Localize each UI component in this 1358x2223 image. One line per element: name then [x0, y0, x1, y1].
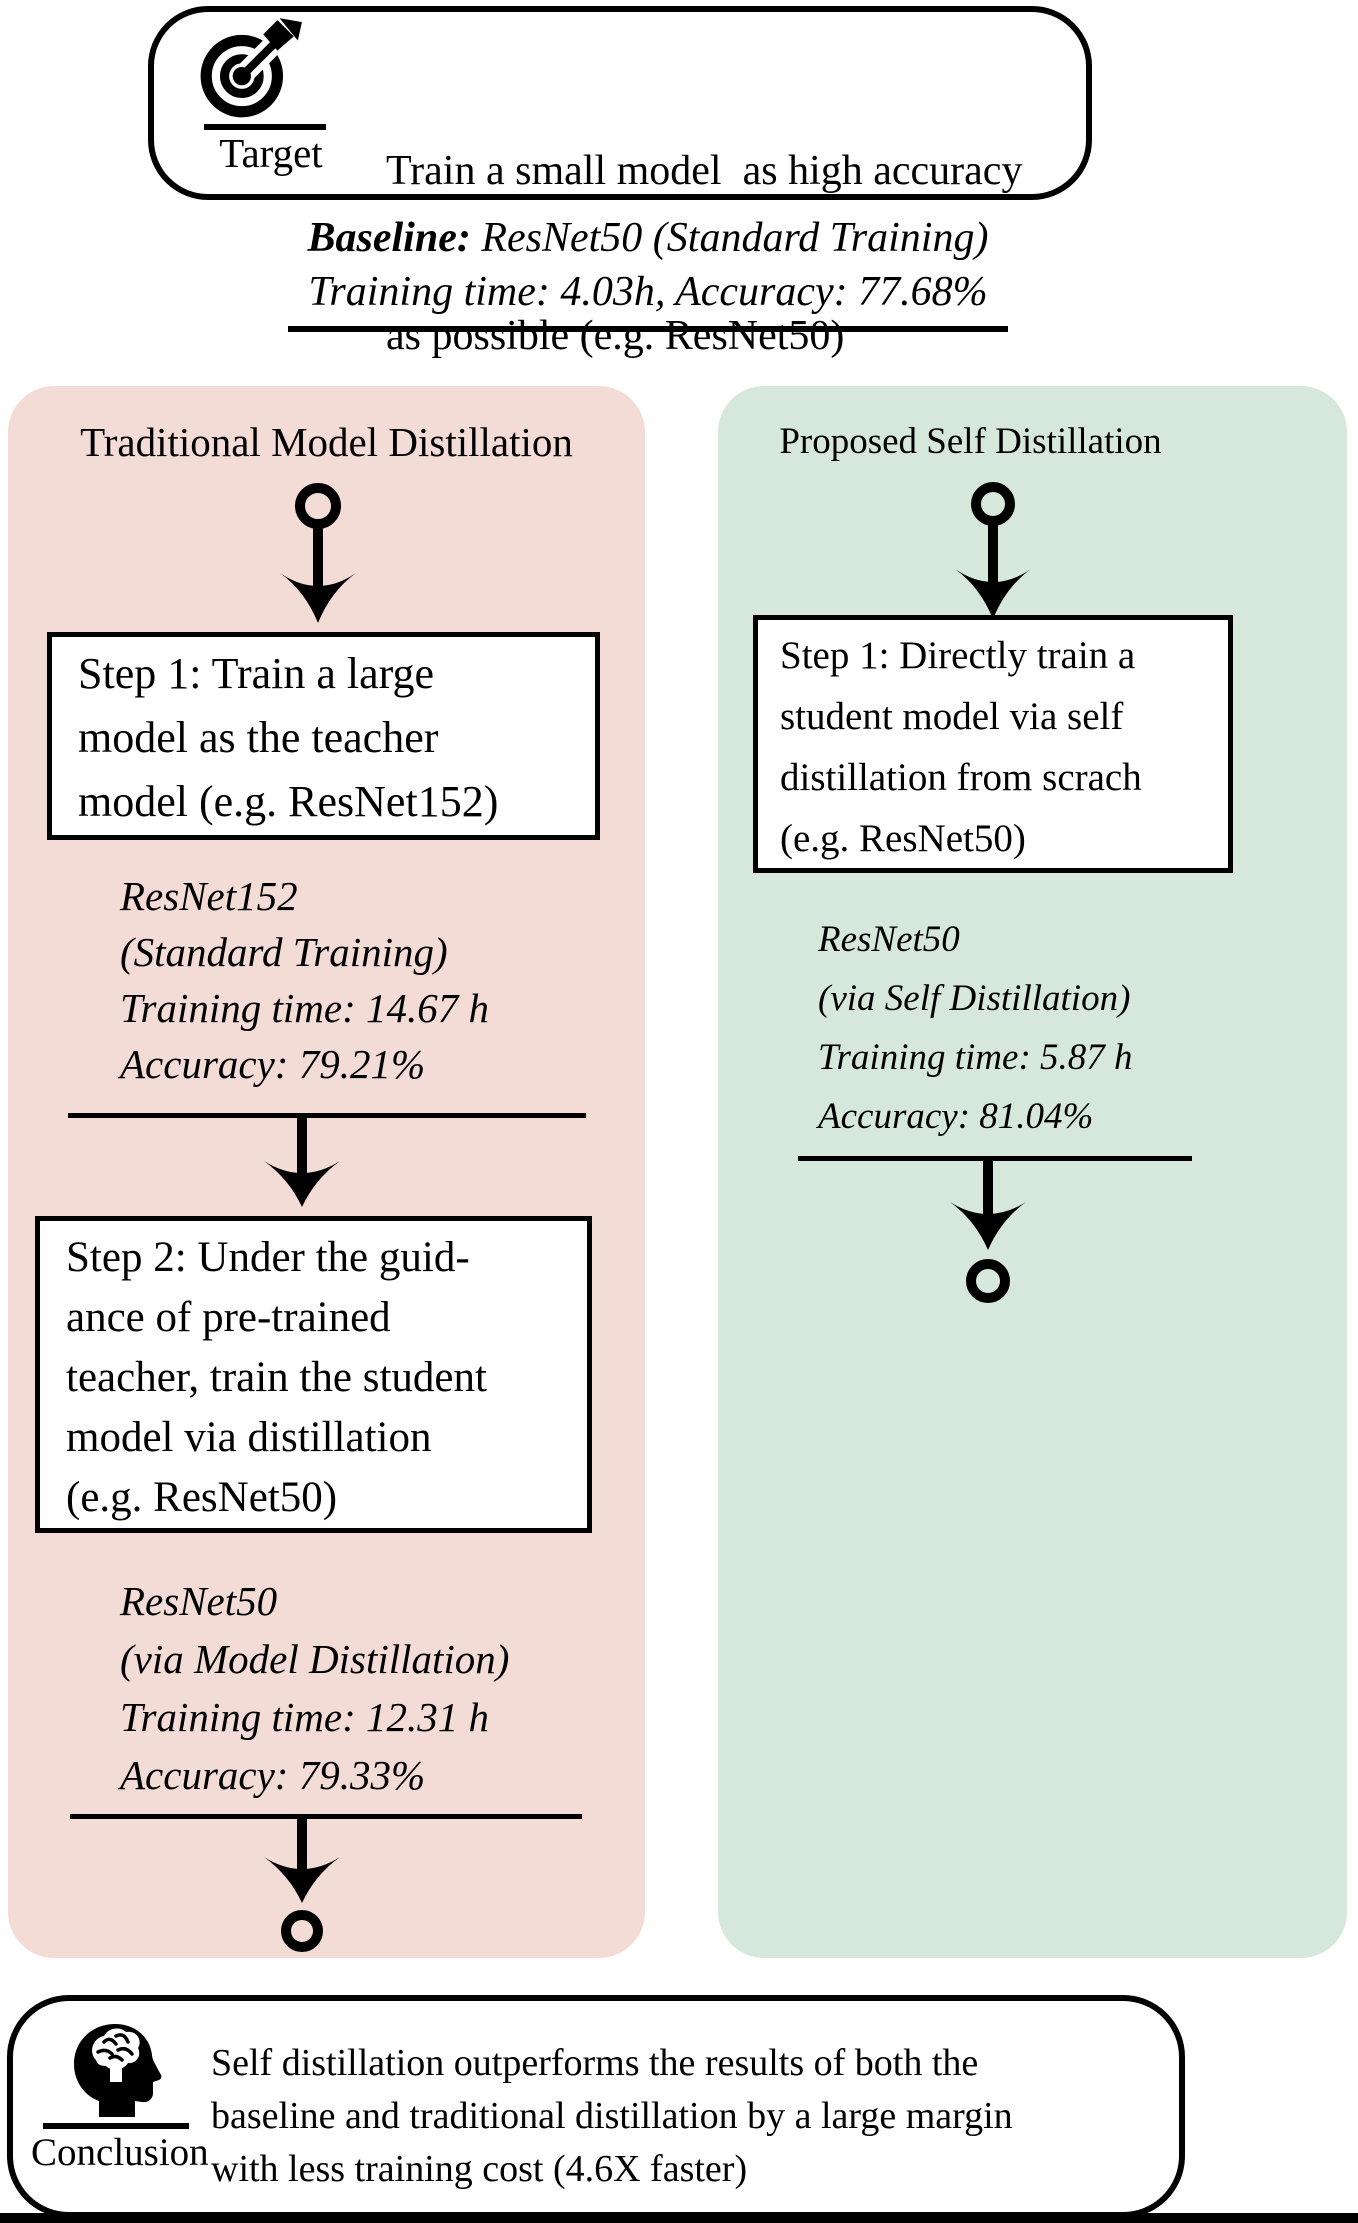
- step-text-line: model as the teacher: [78, 713, 439, 762]
- stats-line: Training time: 5.87 h: [818, 1037, 1133, 1078]
- traditional-distillation-panel: Traditional Model Distillation Step 1: T…: [8, 386, 645, 1958]
- target-icon-label: Target: [219, 130, 323, 176]
- stats-line: ResNet152: [120, 873, 298, 919]
- head-brain-icon: [74, 2024, 162, 2117]
- resnet152-stats: ResNet152 (Standard Training) Training t…: [120, 868, 489, 1092]
- resnet50-model-distillation-stats: ResNet50 (via Model Distillation) Traini…: [120, 1572, 509, 1804]
- step-text-line: Step 2: Under the guid-: [66, 1234, 470, 1281]
- right-panel-title: Proposed Self Distillation: [779, 421, 1162, 462]
- circle-pin-down-arrow: [280, 483, 356, 623]
- stats-line: Training time: 12.31 h: [120, 1694, 490, 1740]
- stats-line: Accuracy: 79.33%: [120, 1752, 426, 1798]
- target-line-2: as possible (e.g. ResNet50): [386, 313, 845, 359]
- baseline-block: Baseline: ResNet50 (Standard Training) T…: [0, 212, 1296, 332]
- left-panel-title: Traditional Model Distillation: [80, 419, 573, 465]
- baseline-line-1: Baseline: ResNet50 (Standard Training): [0, 212, 1296, 264]
- stats-line: (Standard Training): [120, 929, 448, 975]
- conclusion-line: Self distillation outperforms the result…: [211, 2042, 979, 2084]
- baseline-line-2: Training time: 4.03h, Accuracy: 77.68%: [288, 264, 1008, 332]
- left-step1-box: Step 1: Train a large model as the teach…: [47, 632, 600, 840]
- stats-line: Training time: 14.67 h: [120, 985, 490, 1031]
- stats-line: Accuracy: 81.04%: [818, 1096, 1094, 1137]
- step-text-line: model via distillation: [66, 1414, 432, 1461]
- resnet50-self-distillation-stats: ResNet50 (via Self Distillation) Trainin…: [818, 910, 1133, 1146]
- down-arrow-to-circle: [264, 1817, 340, 1952]
- stats-rule: [68, 1113, 586, 1118]
- right-step1-box: Step 1: Directly train a student model v…: [753, 615, 1233, 873]
- target-box: Target Train a small model as high accur…: [148, 6, 1092, 359]
- target-icon-underline: [204, 124, 326, 130]
- bullseye-dart-icon: [200, 18, 302, 118]
- stats-line: ResNet50: [120, 1578, 278, 1624]
- conclusion-icon-label: Conclusion: [31, 2131, 209, 2174]
- conclusion-box: Conclusion Self distillation outperforms…: [7, 1995, 1185, 2218]
- step-text-line: Step 1: Directly train a: [780, 634, 1136, 677]
- curved-down-arrow: [264, 1117, 340, 1207]
- target-line-1: Train a small model as high accuracy: [386, 148, 1023, 194]
- conclusion-icon-block: Conclusion: [31, 2015, 209, 2177]
- target-icon-block: Target: [196, 18, 346, 176]
- self-distillation-panel: Proposed Self Distillation Step 1: Direc…: [718, 386, 1347, 1958]
- conclusion-icon-underline: [43, 2123, 189, 2129]
- stats-line: (via Model Distillation): [120, 1636, 510, 1682]
- down-arrow-to-circle: [950, 1158, 1026, 1303]
- conclusion-line: with less training cost (4.6X faster): [211, 2148, 748, 2190]
- step-text-line: model (e.g. ResNet152): [78, 777, 499, 826]
- step-text-line: (e.g. ResNet50): [780, 817, 1026, 860]
- conclusion-line: baseline and traditional distillation by…: [211, 2095, 1013, 2137]
- baseline-label: Baseline:: [307, 215, 471, 261]
- figure-bottom-rule: [0, 2213, 1358, 2223]
- stats-line: ResNet50: [818, 919, 960, 960]
- target-statement: Train a small model as high accuracy as …: [386, 34, 1022, 474]
- step-text-line: student model via self: [780, 695, 1124, 738]
- step-text-line: (e.g. ResNet50): [66, 1474, 338, 1521]
- step-text-line: teacher, train the student: [66, 1354, 487, 1401]
- left-step2-box: Step 2: Under the guid- ance of pre-trai…: [35, 1216, 592, 1533]
- step-text-line: distillation from scrach: [780, 756, 1142, 799]
- step-text-line: ance of pre-trained: [66, 1294, 391, 1341]
- stats-rule: [798, 1156, 1192, 1161]
- baseline-model: ResNet50 (Standard Training): [470, 215, 989, 261]
- circle-pin-down-arrow: [955, 482, 1031, 619]
- step-text-line: Step 1: Train a large: [78, 649, 435, 698]
- conclusion-statement: Self distillation outperforms the result…: [211, 2037, 1013, 2196]
- stats-line: Accuracy: 79.21%: [120, 1041, 426, 1087]
- stats-rule: [70, 1814, 582, 1819]
- stats-line: (via Self Distillation): [818, 978, 1131, 1019]
